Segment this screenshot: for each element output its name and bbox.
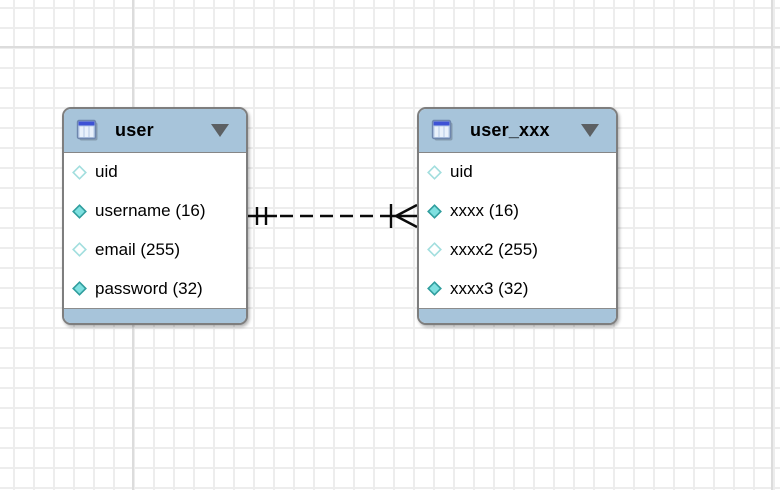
column-label: uid xyxy=(450,162,473,182)
column-row[interactable]: password (32) xyxy=(64,269,246,308)
table-title: user_xxx xyxy=(470,120,550,140)
column-diamond-icon xyxy=(427,242,442,258)
column-label: email (255) xyxy=(95,239,181,259)
column-label: password (32) xyxy=(95,278,203,298)
column-diamond-icon xyxy=(72,203,87,219)
table-footer-bar xyxy=(64,308,246,323)
column-row[interactable]: xxxx3 (32) xyxy=(419,269,616,308)
page-boundary-vertical xyxy=(771,0,773,490)
crow-foot-icon xyxy=(395,214,418,229)
column-row[interactable]: xxxx (16) xyxy=(419,192,616,231)
column-label: xxxx3 (32) xyxy=(450,278,529,298)
table-user[interactable]: user uid username (16) email (255) pas xyxy=(62,107,248,325)
table-user-xxx-columns: uid xxxx (16) xxxx2 (255) xxxx3 (32) xyxy=(419,153,616,308)
column-diamond-icon xyxy=(72,164,87,180)
crow-foot-icon xyxy=(395,203,418,218)
column-row[interactable]: uid xyxy=(64,153,246,192)
column-diamond-icon xyxy=(72,281,87,297)
column-label: uid xyxy=(95,162,118,182)
table-user-header[interactable]: user xyxy=(64,109,246,153)
collapse-triangle-icon[interactable] xyxy=(211,124,229,137)
column-row[interactable]: username (16) xyxy=(64,192,246,231)
table-user-columns: uid username (16) email (255) password (… xyxy=(64,153,246,308)
column-diamond-icon xyxy=(427,281,442,297)
page-boundary-horizontal xyxy=(0,46,780,48)
column-row[interactable]: email (255) xyxy=(64,231,246,270)
table-title: user xyxy=(115,120,154,140)
column-row[interactable]: uid xyxy=(419,153,616,192)
table-user-xxx[interactable]: user_xxx uid xxxx (16) xxxx2 (255) xxx xyxy=(417,107,618,325)
column-row[interactable]: xxxx2 (255) xyxy=(419,231,616,270)
column-diamond-icon xyxy=(72,242,87,258)
table-footer-bar xyxy=(419,308,616,323)
table-grid-icon xyxy=(431,119,454,142)
table-user-xxx-header[interactable]: user_xxx xyxy=(419,109,616,153)
table-grid-icon xyxy=(76,119,99,142)
collapse-triangle-icon[interactable] xyxy=(581,124,599,137)
column-label: username (16) xyxy=(95,201,206,221)
column-label: xxxx2 (255) xyxy=(450,239,538,259)
column-label: xxxx (16) xyxy=(450,201,519,221)
relationship-line[interactable] xyxy=(246,198,422,234)
column-diamond-icon xyxy=(427,203,442,219)
column-diamond-icon xyxy=(427,164,442,180)
